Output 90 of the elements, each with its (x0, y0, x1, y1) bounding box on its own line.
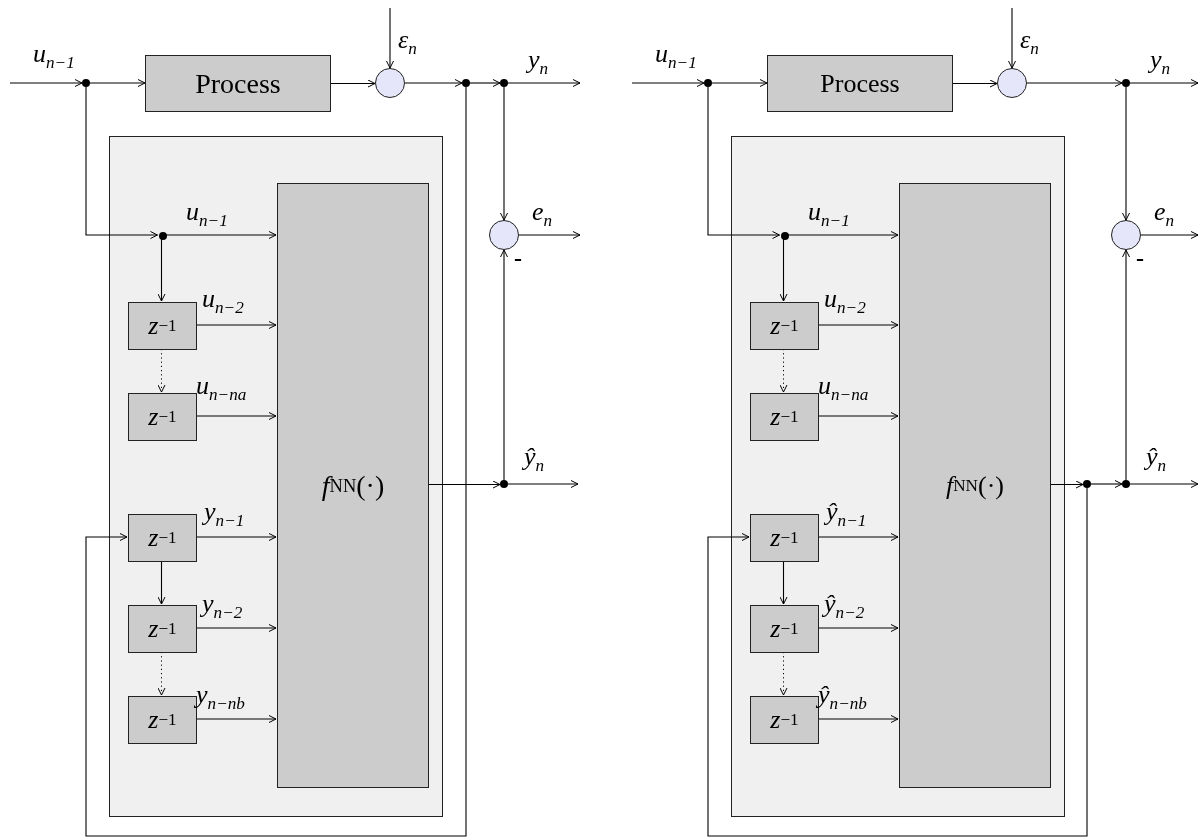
junction-dot (1122, 79, 1130, 87)
signal-label: ŷ$_{n}$ (1146, 443, 1167, 472)
delay-block: z$^{−1}$ (750, 393, 819, 441)
arrow (1090, 480, 1123, 488)
minus-sign: - (1136, 246, 1144, 270)
minus-sign: - (514, 246, 522, 270)
signal-label: u$_{n−1}$ (33, 40, 75, 69)
arrow (1122, 86, 1130, 221)
model-panel (109, 136, 443, 817)
arrow (711, 79, 768, 87)
signal-label: ε$_{n}$ (398, 26, 417, 55)
arrow (89, 79, 146, 87)
signal-label: ŷ$_{n−2}$ (824, 590, 865, 619)
junction-dot (780, 232, 789, 240)
delay-block: z$^{−1}$ (750, 302, 819, 350)
arrow (817, 624, 899, 632)
delay-block: z$^{−1}$ (128, 514, 197, 562)
summing-junction (375, 68, 405, 98)
arrow (507, 480, 579, 488)
delay-block: z$^{−1}$ (128, 605, 197, 653)
delay-block: z$^{−1}$ (128, 393, 197, 441)
arrow (330, 79, 376, 88)
signal-label: u$_{n−1}$ (655, 40, 697, 69)
summing-junction (489, 220, 519, 250)
arrow (195, 533, 277, 541)
signal-label: y$_{n}$ (1150, 46, 1171, 75)
arrow (85, 86, 467, 837)
arrow (164, 231, 277, 239)
arrow (707, 487, 1088, 837)
arrow (817, 533, 899, 541)
signal-label: y$_{n}$ (528, 46, 549, 75)
arrow (518, 231, 581, 239)
arrow (1129, 79, 1199, 87)
arrow (1008, 7, 1016, 69)
summing-junction (997, 68, 1027, 98)
signal-label: u$_{n−1}$ (186, 198, 228, 227)
arrow (1140, 231, 1199, 239)
arrow (500, 249, 508, 481)
arrow (195, 412, 277, 420)
arrow (427, 480, 501, 489)
signal-label: y$_{n−1}$ (204, 498, 245, 527)
delay-block: z$^{−1}$ (750, 514, 819, 562)
arrow (9, 79, 83, 87)
junction-dot (704, 79, 712, 87)
arrow (1129, 480, 1199, 488)
arrow (195, 321, 277, 329)
arrow (1049, 480, 1084, 489)
junction-dot (462, 79, 470, 87)
arrow (157, 560, 166, 605)
junction-dot (1122, 480, 1130, 488)
delay-block: z$^{−1}$ (750, 605, 819, 653)
signal-label: y$_{n−2}$ (202, 590, 243, 619)
arrow (386, 7, 394, 69)
signal-label: e$_{n}$ (532, 198, 553, 227)
arrow (500, 86, 508, 221)
junction-dot (82, 79, 90, 87)
signal-label: ε$_{n}$ (1020, 26, 1039, 55)
summing-junction (1111, 220, 1141, 250)
process-box: Process (145, 55, 331, 112)
arrow (469, 79, 501, 87)
arrow (1122, 249, 1130, 481)
arrow (952, 79, 998, 88)
arrow (779, 238, 788, 302)
arrow (817, 715, 899, 723)
arrow (779, 560, 788, 605)
arrow (786, 231, 899, 239)
arrow (507, 79, 581, 87)
arrow (157, 238, 166, 302)
arrow (195, 715, 277, 723)
arrow (631, 79, 705, 87)
signal-label: u$_{n−2}$ (202, 285, 244, 314)
signal-label: e$_{n}$ (1154, 198, 1175, 227)
junction-dot (500, 480, 508, 488)
arrow (404, 79, 463, 87)
junction-dot (1083, 480, 1091, 488)
arrow (85, 86, 159, 239)
junction-dot (500, 79, 508, 87)
junction-dot (158, 232, 167, 240)
delay-block: z$^{−1}$ (128, 302, 197, 350)
signal-label: u$_{n−1}$ (808, 198, 850, 227)
arrow (707, 86, 781, 239)
process-box: Process (767, 55, 953, 112)
arrow (195, 624, 277, 632)
arrow (1026, 79, 1123, 87)
arrow (817, 321, 899, 329)
signal-label: ŷ$_{n−1}$ (826, 498, 867, 527)
signal-label: ŷ$_{n}$ (524, 443, 545, 472)
model-panel (731, 136, 1065, 817)
arrow (817, 412, 899, 420)
signal-label: u$_{n−2}$ (824, 285, 866, 314)
